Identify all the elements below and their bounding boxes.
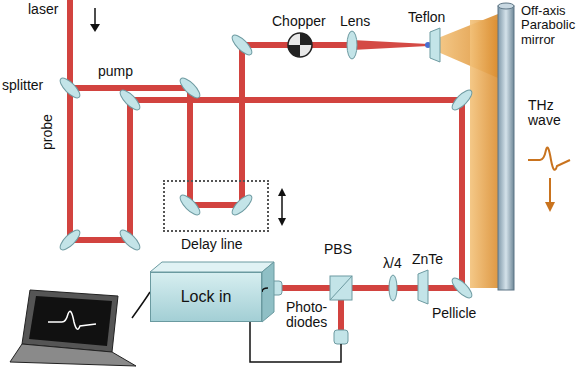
detection-optics — [330, 270, 428, 304]
teflon-plate — [430, 28, 440, 62]
component-label: Lens — [340, 14, 370, 29]
beam-label: pump — [98, 64, 133, 79]
component-label: Off-axis Parabolic mirror — [521, 4, 581, 47]
component-label: ZnTe — [412, 252, 443, 267]
component-label: Pellicle — [432, 306, 476, 321]
box-label: Lock in — [181, 288, 232, 306]
component-label: Teflon — [408, 10, 445, 25]
mirrors — [57, 32, 474, 300]
thz-beam — [438, 14, 500, 288]
laser-beams — [70, 0, 462, 330]
component-label: Photo-diodes — [286, 300, 332, 331]
delay-arrow — [278, 188, 286, 226]
delay-line-box: Delay line — [163, 180, 269, 232]
thz-pulse — [528, 148, 570, 204]
thz-arrow — [545, 202, 555, 212]
component-label: Chopper — [272, 14, 326, 29]
wave-label: THz wave — [528, 98, 578, 129]
laser-arrow — [90, 8, 100, 32]
parabolic-mirror — [498, 3, 514, 290]
lens — [347, 31, 357, 59]
beam-label: probe — [40, 114, 55, 150]
laser-label: laser — [28, 2, 58, 17]
component-label: λ/4 — [383, 256, 402, 271]
component-label: PBS — [324, 242, 352, 257]
focused-beam — [352, 40, 428, 50]
photodiodes — [268, 281, 348, 344]
box-label: Delay line — [181, 236, 242, 252]
laptop — [10, 290, 136, 366]
splitter-label: splitter — [2, 78, 43, 93]
lock-in-faces — [150, 262, 274, 322]
lock-in-box: Lock in — [150, 272, 262, 322]
chopper-wheel — [288, 33, 312, 57]
